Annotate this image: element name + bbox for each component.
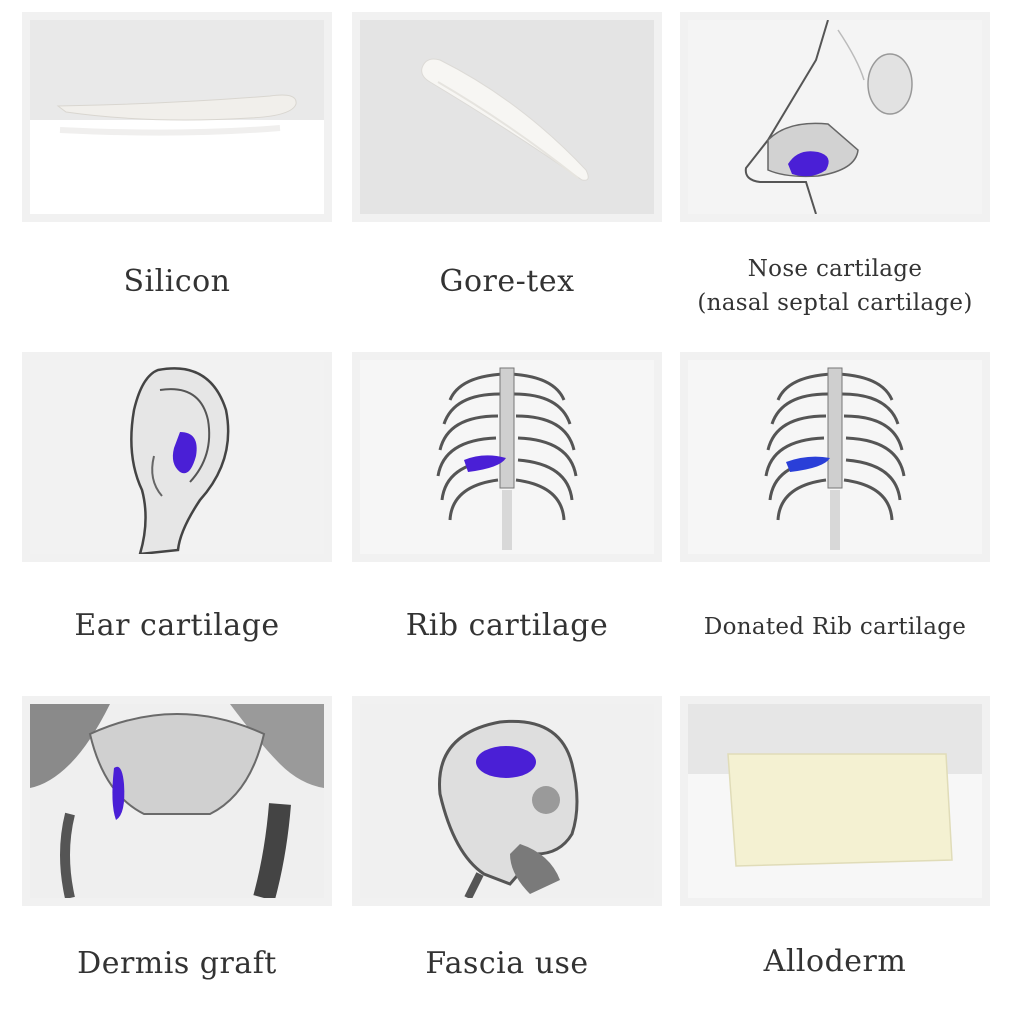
label-line-2: (nasal septal cartilage) xyxy=(697,290,973,316)
material-label: Dermis graft xyxy=(77,946,277,981)
material-label: Donated Rib cartilage xyxy=(703,614,967,640)
material-label: Silicon xyxy=(123,264,231,299)
image-frame xyxy=(680,352,990,562)
pelvis-xray-icon xyxy=(30,704,324,898)
gore-tex-implant-icon xyxy=(360,20,654,214)
image-frame xyxy=(680,696,990,906)
image-frame xyxy=(22,352,332,562)
skull-xray-icon xyxy=(360,704,654,898)
material-label: Nose cartilage (nasal septal cartilage) xyxy=(680,252,990,320)
ribcage-icon xyxy=(360,360,654,554)
material-label: Alloderm xyxy=(763,944,907,979)
silicone-implant-icon xyxy=(30,20,324,214)
image-frame xyxy=(22,696,332,906)
material-label: Rib cartilage xyxy=(405,608,609,643)
material-label: Fascia use xyxy=(425,946,589,981)
material-label: Gore-tex xyxy=(439,264,575,299)
ribcage-icon xyxy=(688,360,982,554)
label-line-1: Nose cartilage xyxy=(747,256,923,282)
alloderm-sheet-icon xyxy=(688,704,982,898)
material-label: Ear cartilage xyxy=(74,608,280,643)
image-frame xyxy=(680,12,990,222)
image-frame xyxy=(22,12,332,222)
ear-icon xyxy=(30,360,324,554)
image-frame xyxy=(352,12,662,222)
image-frame xyxy=(352,696,662,906)
nose-septum-icon xyxy=(688,20,982,214)
image-frame xyxy=(352,352,662,562)
